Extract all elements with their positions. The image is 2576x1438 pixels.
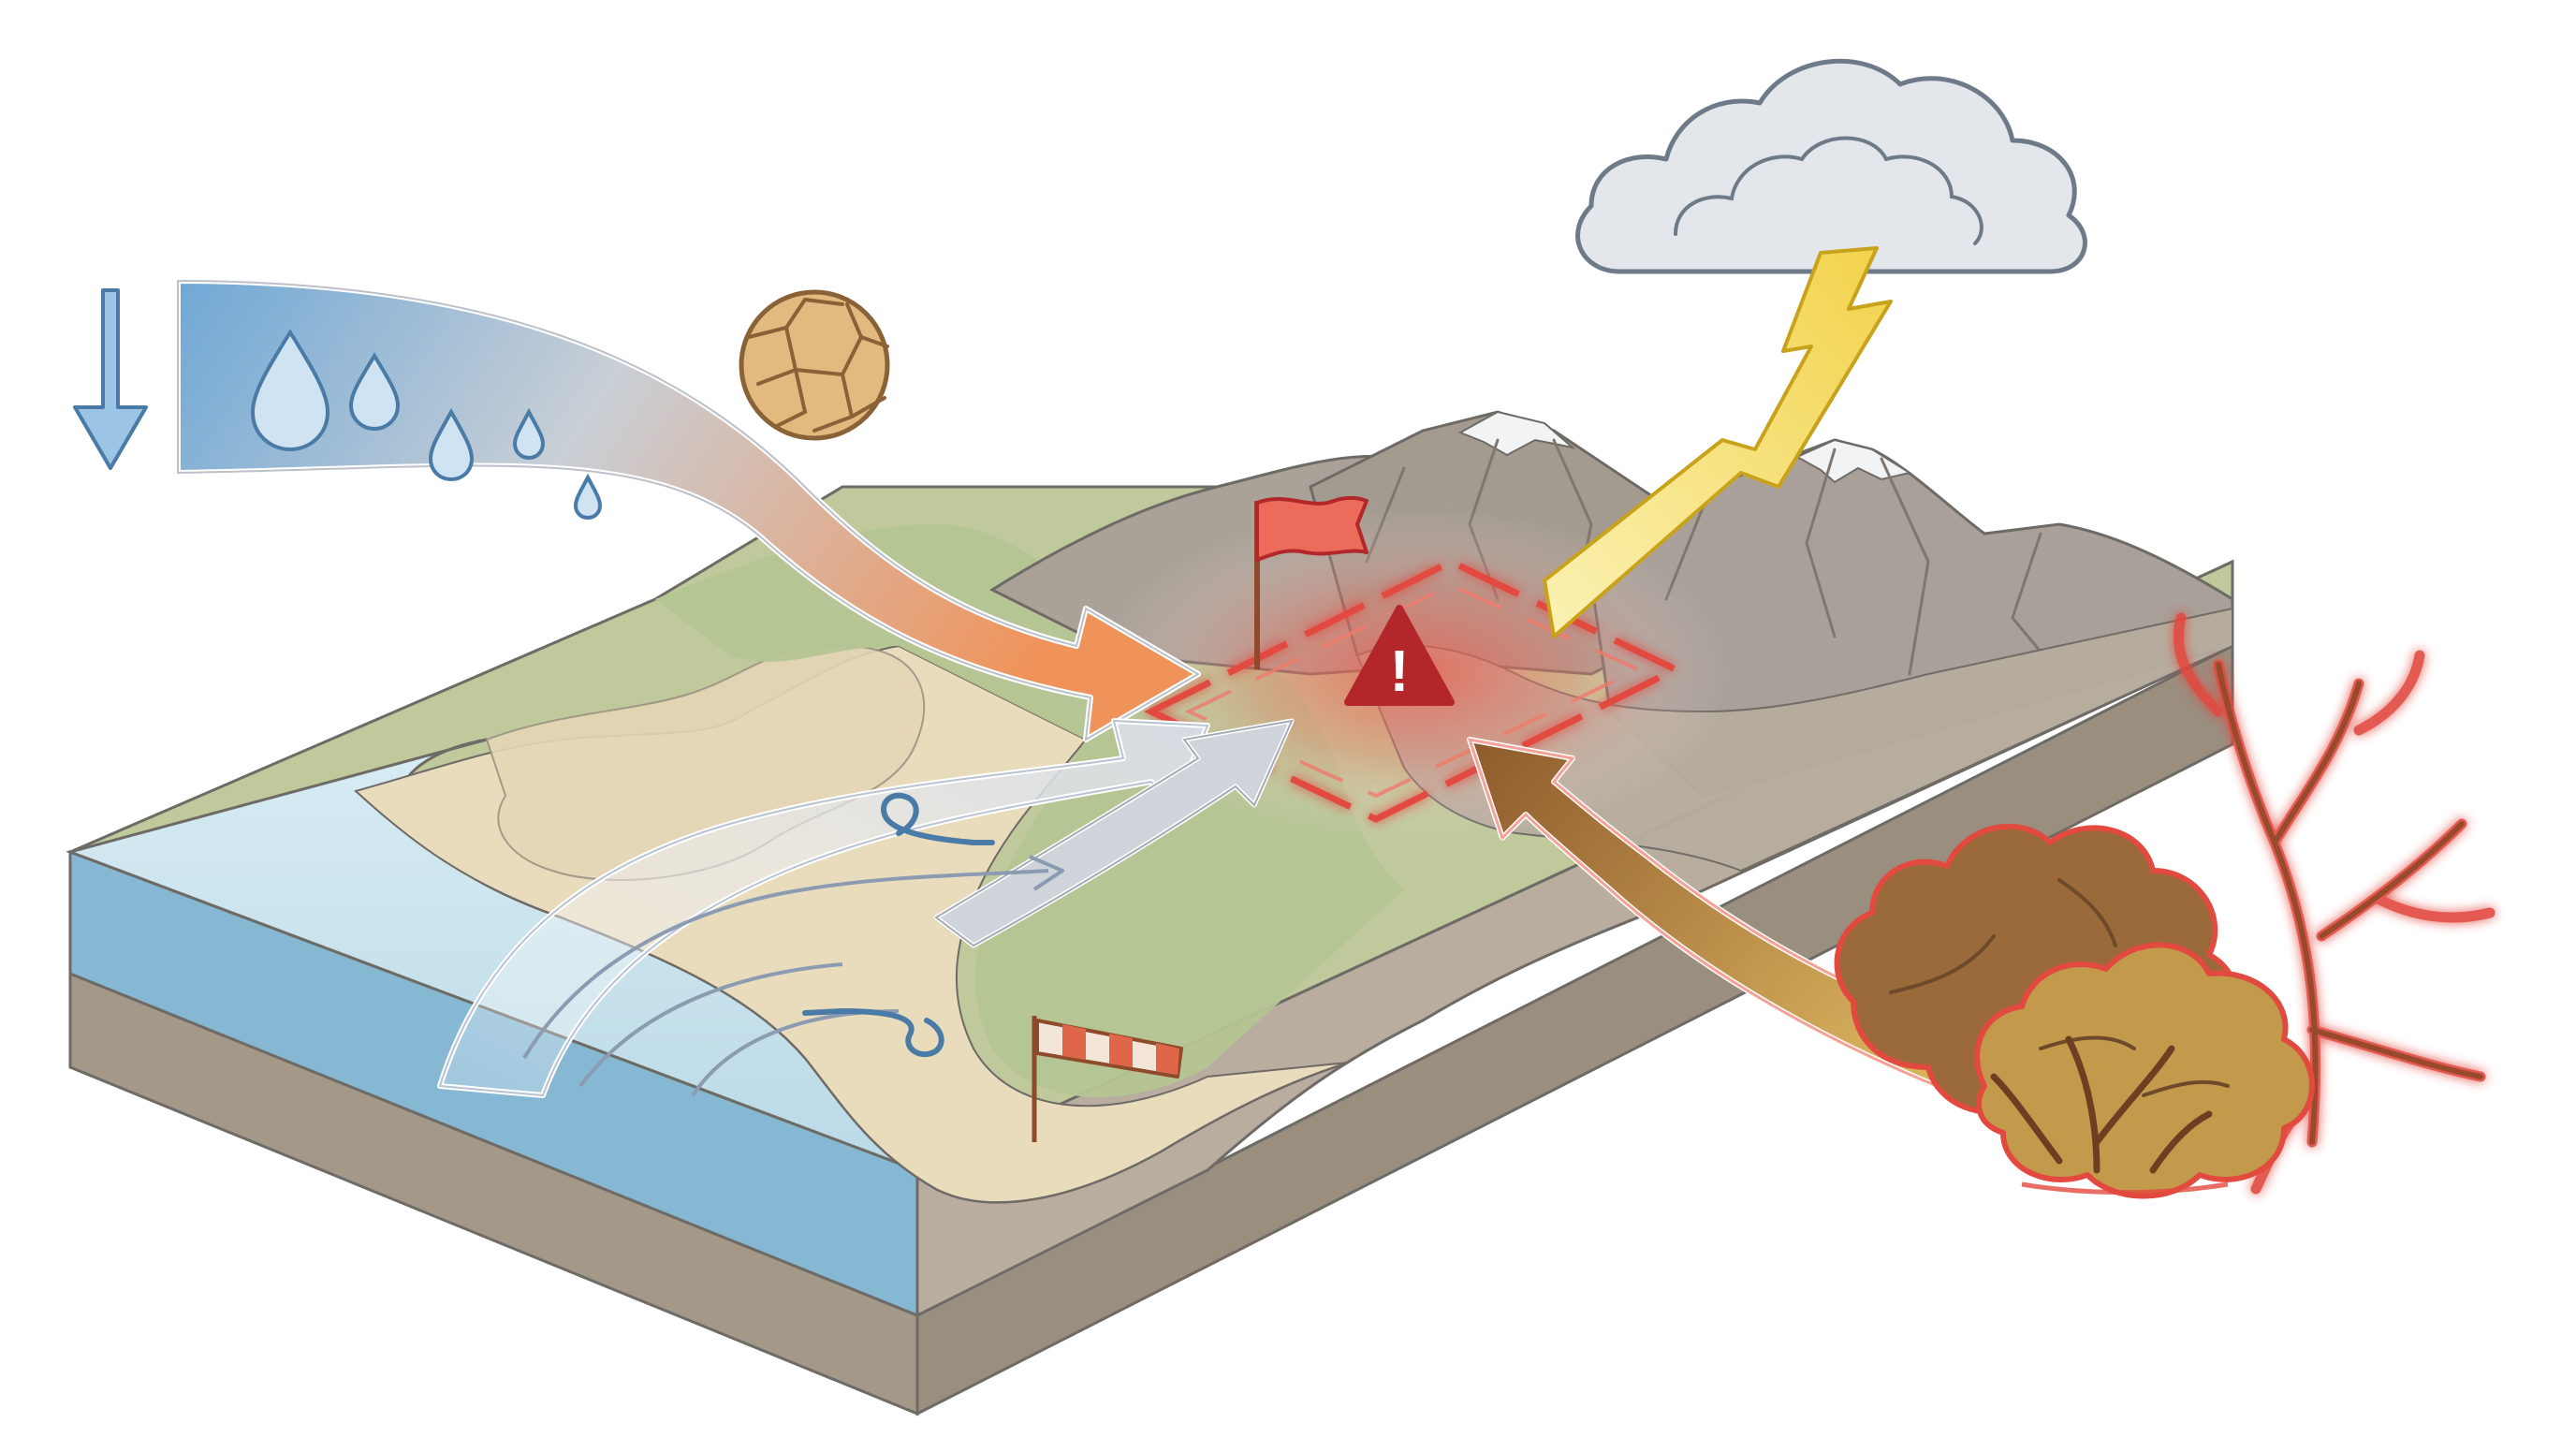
- precipitation-arrow-icon: [73, 288, 148, 470]
- water-drop-icon: [573, 473, 603, 521]
- snow-cap-2: [1794, 438, 1912, 484]
- sand-patch: [485, 644, 926, 881]
- water-drop-icon: [348, 352, 401, 432]
- lightning-bolt-icon: [1543, 246, 1893, 638]
- windsock-icon: [1032, 1016, 1183, 1142]
- wind-to-zone-arrow-outline: [934, 719, 1294, 947]
- soil-right-side: [915, 643, 2234, 1416]
- water-drop-icon: [512, 407, 546, 461]
- cracked-earth-icon: [739, 289, 890, 441]
- precipitation-trend-arrow-outline: [177, 279, 1200, 741]
- wind-arrows: [437, 718, 1295, 1098]
- dry-shrub-icon: [1834, 612, 2496, 1199]
- danger-zone-inner-outline: [1184, 582, 1643, 799]
- fuel-trend-arrow-glow: [1467, 738, 1986, 1108]
- red-flag-icon: [1254, 496, 1368, 669]
- warning-symbol: !: [1390, 639, 1410, 704]
- wind-swirl-icon: [802, 1007, 944, 1058]
- warning-triangle-icon: !: [1344, 605, 1455, 706]
- water-drop-icon: [428, 407, 475, 482]
- danger-zone-outline: [1144, 558, 1683, 823]
- precipitation-indicator: [73, 288, 148, 470]
- wind-swirl-icon: [881, 792, 995, 845]
- water-drops: [250, 329, 603, 521]
- storm-cloud-icon: [1575, 58, 2087, 274]
- snow-cap-1: [1457, 410, 1576, 457]
- water-drop-icon: [250, 329, 330, 452]
